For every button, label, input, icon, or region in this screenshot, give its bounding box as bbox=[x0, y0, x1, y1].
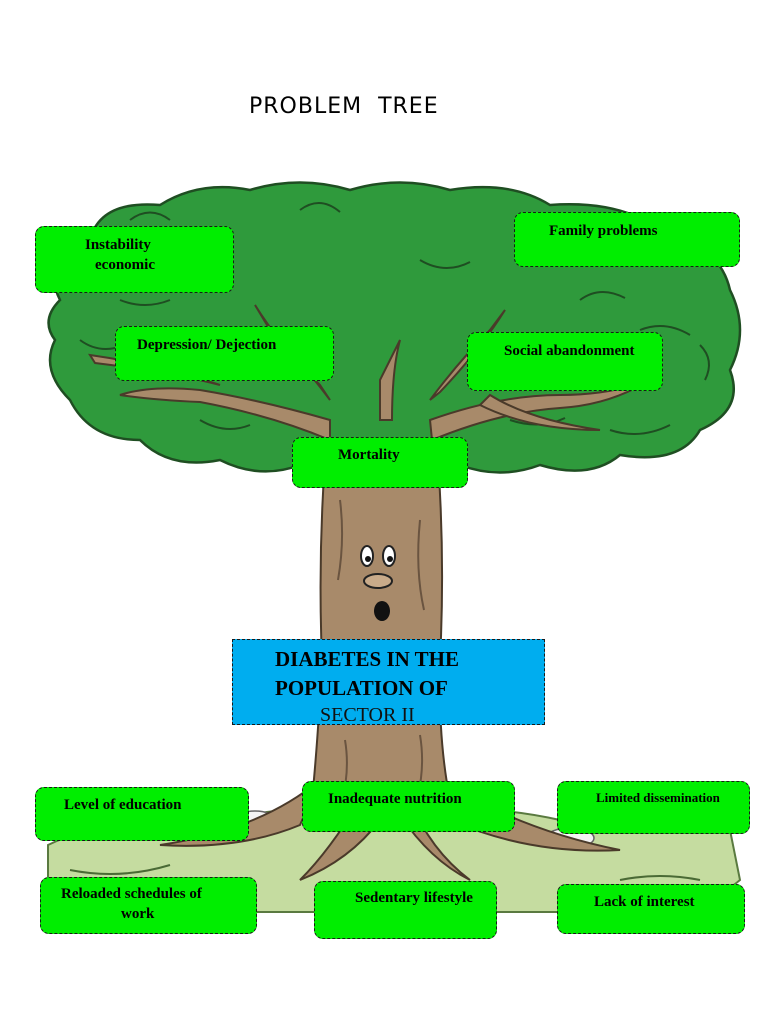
cause-box-limited-dissemination: Limited dissemination bbox=[557, 781, 750, 834]
mortality-label: Mortality bbox=[338, 447, 400, 463]
lack-of-interest-label: Lack of interest bbox=[594, 894, 695, 910]
effect-box-family-problems: Family problems bbox=[514, 212, 740, 267]
reloaded-line1: Reloaded schedules of bbox=[61, 886, 202, 902]
tree-trunk bbox=[310, 459, 452, 801]
cause-box-lack-of-interest: Lack of interest bbox=[557, 884, 745, 934]
family-problems-label: Family problems bbox=[549, 223, 658, 239]
core-problem-line2: POPULATION OF bbox=[275, 676, 448, 700]
effect-box-mortality: Mortality bbox=[292, 437, 468, 488]
page-title: PROBLEM TREE bbox=[249, 94, 439, 119]
instability-line2: economic bbox=[95, 257, 155, 273]
cause-box-reloaded-schedules: Reloaded schedules of work bbox=[40, 877, 257, 934]
core-problem-box: DIABETES IN THE POPULATION OF SECTOR II bbox=[232, 639, 545, 725]
instability-line1: Instability bbox=[85, 237, 151, 253]
core-problem-line1: DIABETES IN THE bbox=[275, 647, 460, 671]
cause-box-level-of-education: Level of education bbox=[35, 787, 249, 841]
social-abandonment-label: Social abandonment bbox=[504, 343, 635, 359]
core-problem-line3: SECTOR II bbox=[320, 704, 415, 725]
reloaded-line2: work bbox=[121, 906, 155, 922]
sedentary-lifestyle-label: Sedentary lifestyle bbox=[355, 890, 473, 906]
level-of-education-label: Level of education bbox=[64, 797, 182, 813]
cause-box-inadequate-nutrition: Inadequate nutrition bbox=[302, 781, 515, 832]
cause-box-sedentary-lifestyle: Sedentary lifestyle bbox=[314, 881, 497, 939]
effect-box-social-abandonment: Social abandonment bbox=[467, 332, 663, 391]
depression-label: Depression/ Dejection bbox=[137, 337, 277, 353]
effect-box-instability-economic: Instability economic bbox=[35, 226, 234, 293]
limited-dissemination-label: Limited dissemination bbox=[596, 790, 720, 805]
inadequate-nutrition-label: Inadequate nutrition bbox=[328, 791, 462, 807]
effect-box-depression: Depression/ Dejection bbox=[115, 326, 334, 381]
